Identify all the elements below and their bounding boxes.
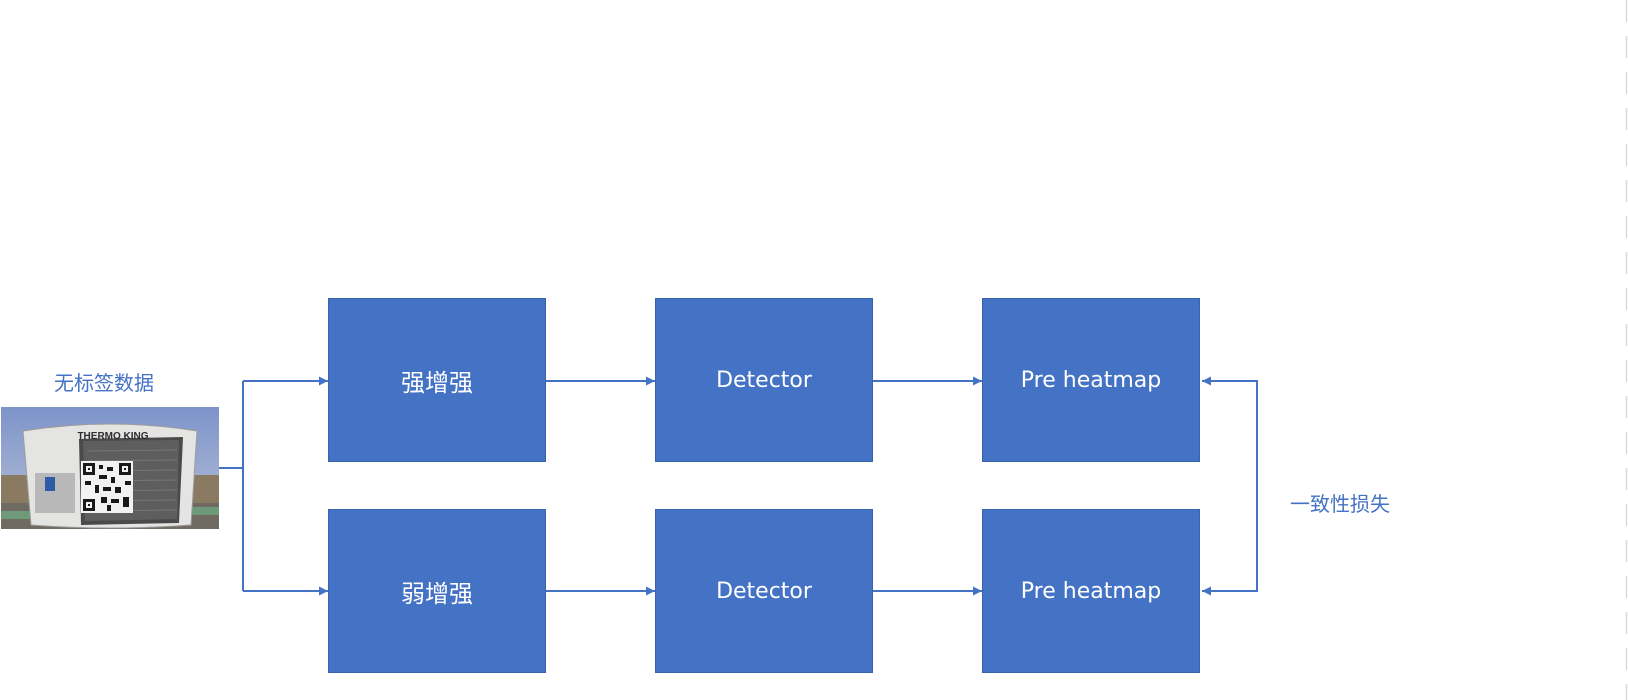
page-edge-divider <box>1625 0 1628 700</box>
strong-augment-label: 强增强 <box>401 368 473 397</box>
split-connector <box>219 381 244 591</box>
pre-heatmap-label-bottom: Pre heatmap <box>1020 578 1162 604</box>
detector-label-bottom: Detector <box>716 578 812 604</box>
detector-box-bottom: Detector <box>655 509 873 673</box>
photo-brand-text: THERMO KING <box>77 431 148 442</box>
unlabeled-sample-photo: THERMO KING <box>1 407 219 529</box>
detector-box-top: Detector <box>655 298 873 462</box>
weak-augment-label: 弱增强 <box>401 579 473 608</box>
pre-heatmap-label-top: Pre heatmap <box>1020 367 1162 393</box>
pre-heatmap-box-top: Pre heatmap <box>982 298 1200 462</box>
pre-heatmap-box-bottom: Pre heatmap <box>982 509 1200 673</box>
consistency-loss-bracket <box>1202 376 1258 596</box>
strong-augment-box: 强增强 <box>328 298 546 462</box>
weak-augment-box: 弱增强 <box>328 509 546 673</box>
detector-label-top: Detector <box>716 367 812 393</box>
consistency-loss-label: 一致性损失 <box>1290 492 1390 516</box>
unlabeled-data-label: 无标签数据 <box>54 371 154 395</box>
